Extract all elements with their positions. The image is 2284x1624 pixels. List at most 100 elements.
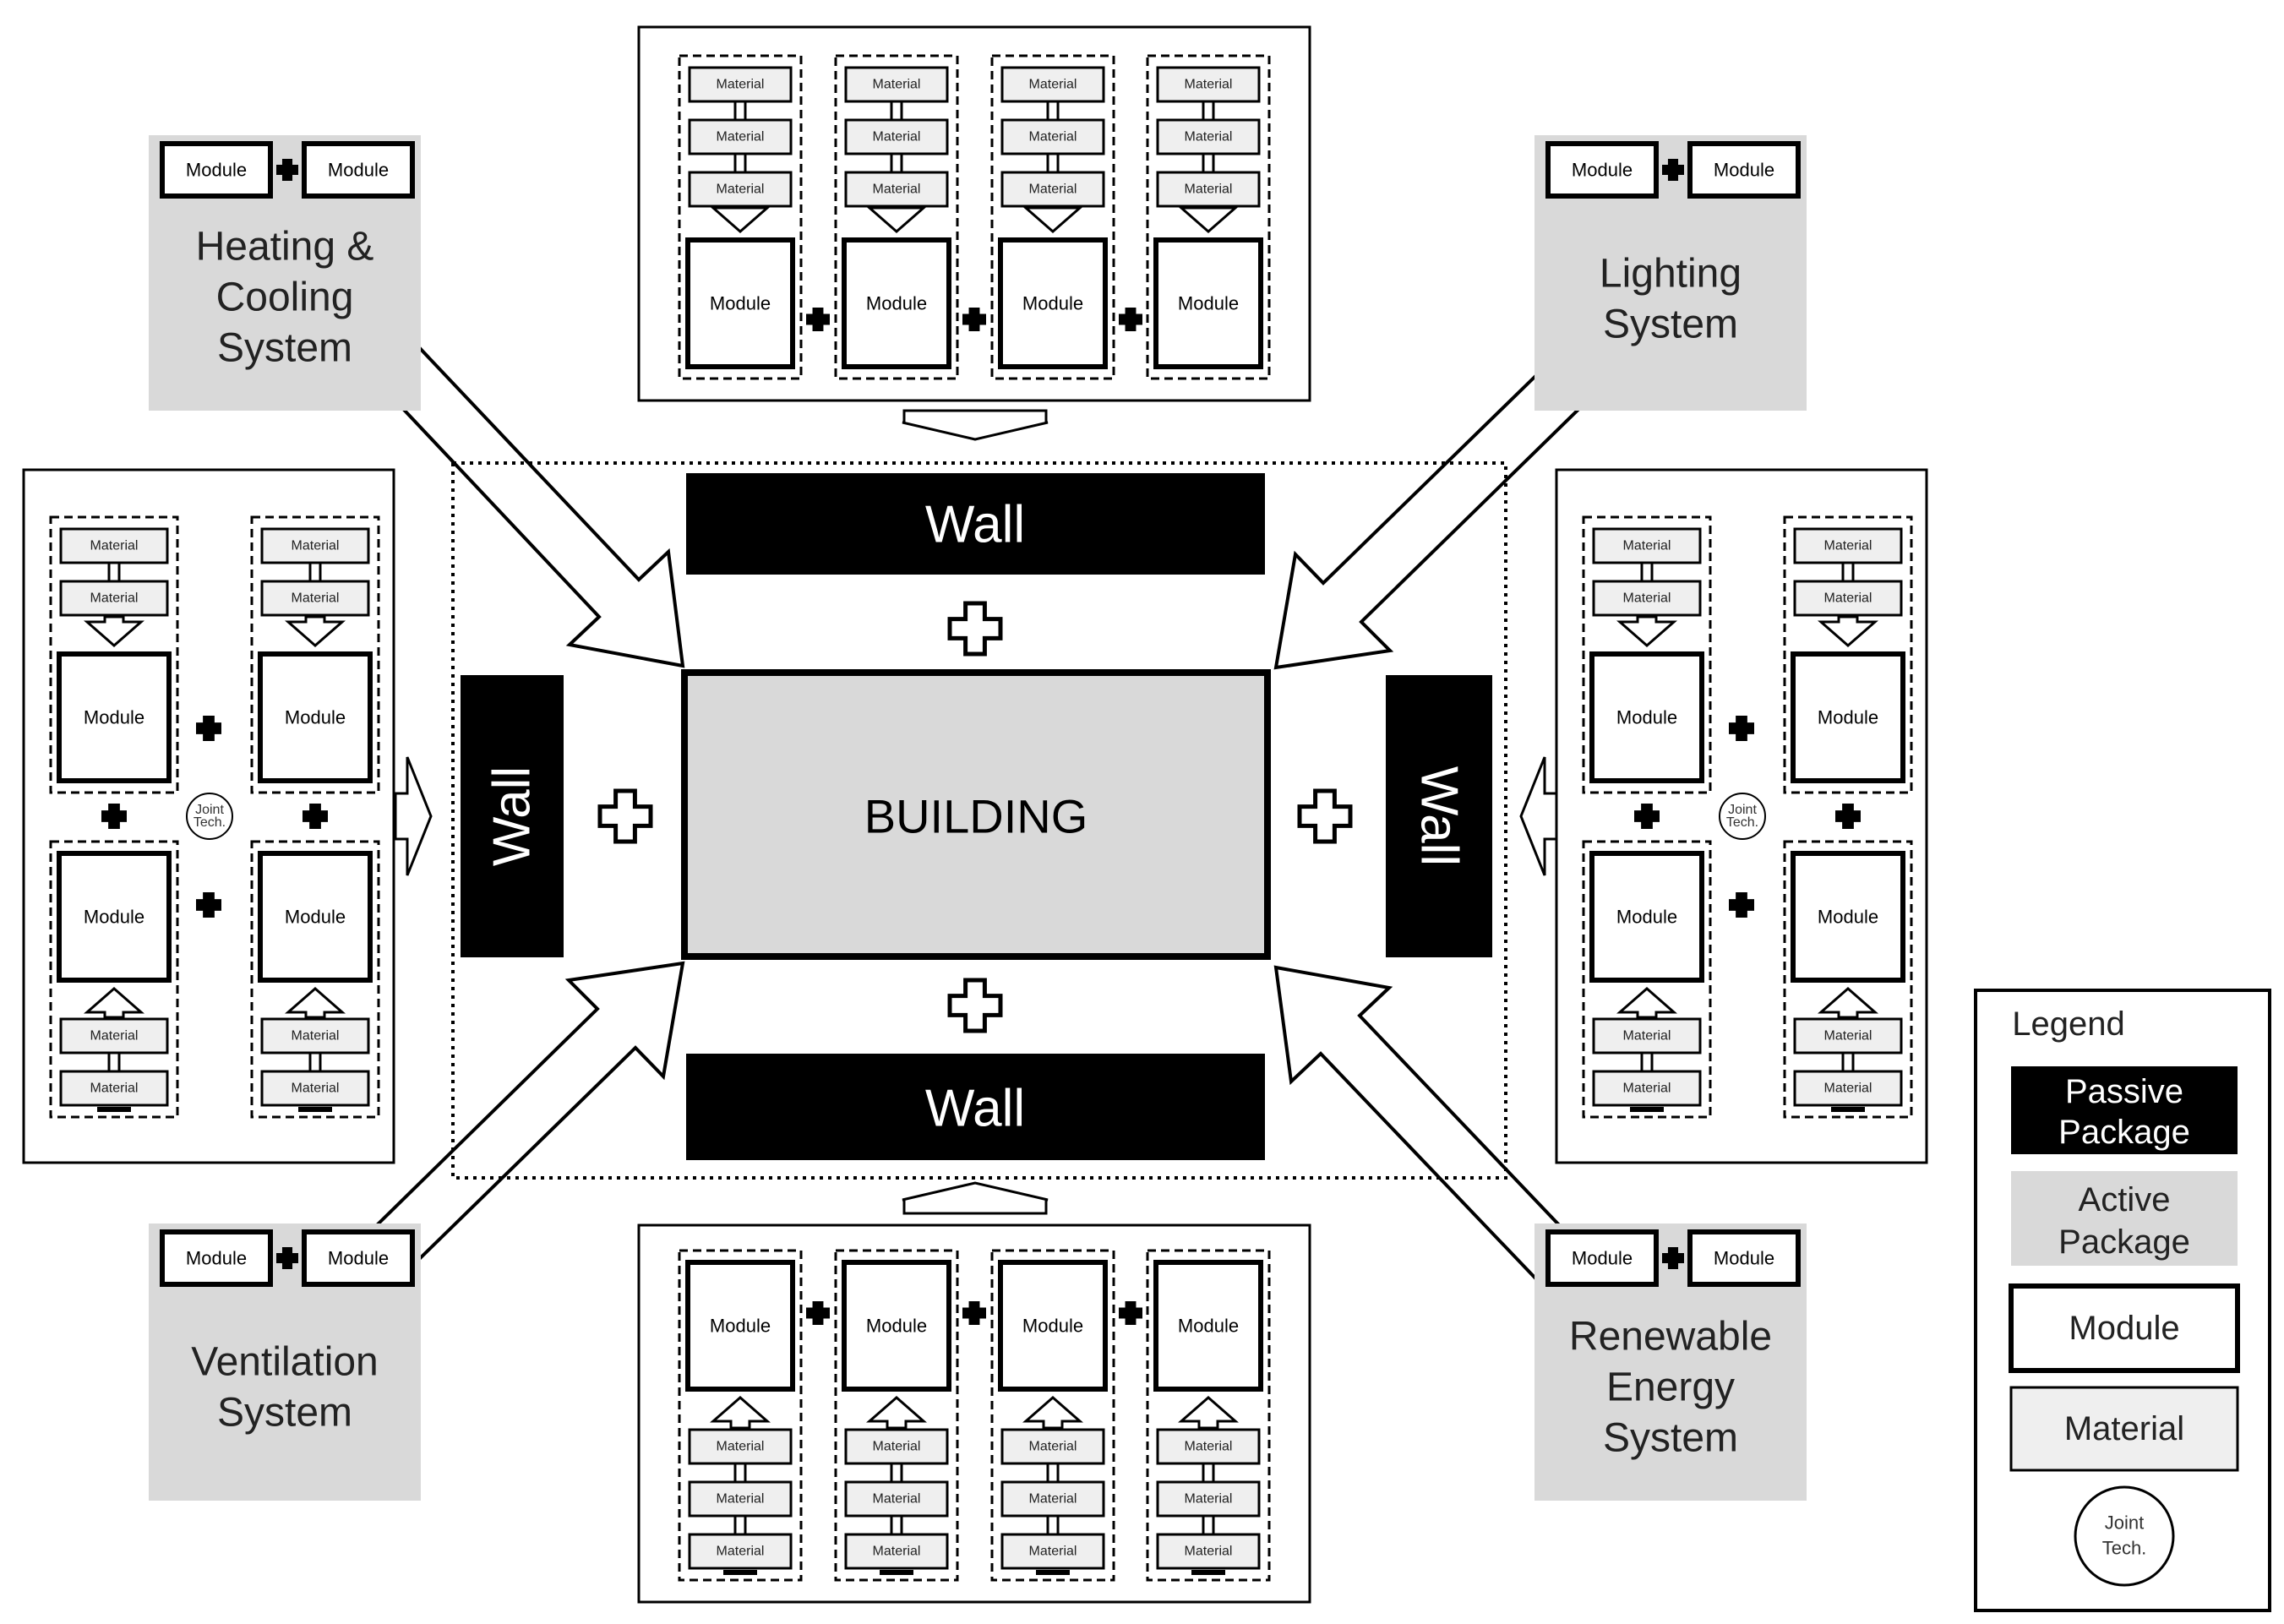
module-box: Module: [1589, 651, 1704, 783]
module-box: Module: [258, 851, 373, 983]
legend-module: Module: [2009, 1283, 2240, 1373]
module-box: Module: [1545, 141, 1659, 199]
material-box: Material: [1592, 1070, 1702, 1107]
arrow-icon: [1616, 615, 1677, 647]
module-label: Module: [186, 1248, 247, 1269]
column-frame: [250, 840, 380, 1119]
plus-icon: [196, 892, 221, 918]
material-label: Material: [717, 1440, 765, 1454]
material-box: Material: [1793, 1017, 1903, 1055]
top-passive-package: MaterialMaterialMaterialModuleMaterialMa…: [637, 25, 1311, 402]
building-label: BUILDING: [864, 790, 1088, 843]
arrow-icon: [710, 1396, 771, 1430]
module-box: Module: [302, 1229, 415, 1287]
plus-icon: [1662, 1247, 1684, 1269]
module-label: Module: [1818, 707, 1878, 728]
module-box: Module: [57, 651, 172, 783]
module-box: Module: [1153, 1260, 1263, 1392]
system-label: System: [1603, 1416, 1738, 1461]
connector-tab: [1630, 1107, 1664, 1112]
system-label: Cooling: [216, 275, 354, 320]
module-label: Module: [84, 707, 144, 728]
module-label: Module: [285, 707, 346, 728]
legend-material-label: Material: [2064, 1410, 2184, 1447]
material-box: Material: [1000, 66, 1105, 103]
plus-icon: [1119, 1301, 1142, 1325]
column-frame: [49, 840, 179, 1119]
module-box: Module: [1687, 1229, 1801, 1287]
wall-left: Wall: [461, 675, 564, 957]
material-box: Material: [844, 118, 949, 155]
material-label: Material: [1029, 78, 1077, 92]
plus-icon: [276, 1247, 298, 1269]
wall-label: Wall: [925, 496, 1025, 554]
module-box: Module: [160, 141, 273, 199]
material-box: Material: [1156, 66, 1261, 103]
arrow-icon: [1616, 987, 1677, 1019]
material-box: Material: [1793, 580, 1903, 617]
module-box: Module: [302, 141, 415, 199]
material-label: Material: [1824, 539, 1872, 553]
wall-label: Wall: [1410, 766, 1469, 866]
material-box: Material: [1156, 1533, 1261, 1570]
column-frame: [1146, 54, 1271, 380]
material-box: Material: [59, 1070, 169, 1107]
material-box: Material: [1592, 580, 1702, 617]
module-box: Module: [842, 1260, 951, 1392]
module-box: Module: [998, 237, 1108, 369]
material-box: Material: [260, 1070, 370, 1107]
legend-joint-label: Tech.: [2102, 1538, 2147, 1559]
module-box: Module: [1791, 651, 1905, 783]
material-box: Material: [688, 1533, 793, 1570]
plus-icon: [962, 308, 986, 331]
material-box: Material: [1000, 1428, 1105, 1465]
material-label: Material: [1824, 1082, 1872, 1096]
system-label: Renewable: [1569, 1315, 1772, 1360]
module-label: Module: [1714, 160, 1774, 181]
material-box: Material: [688, 1480, 793, 1518]
system-label: System: [217, 326, 352, 371]
material-label: Material: [292, 1082, 340, 1096]
material-label: Material: [1185, 1545, 1233, 1559]
arrow-icon: [866, 1396, 927, 1430]
heating-arrow: [375, 342, 685, 668]
joint-tech-icon: [2074, 1485, 2175, 1587]
material-box: Material: [59, 1017, 169, 1055]
joint-label: Tech.: [194, 815, 226, 830]
module-label: Module: [84, 907, 144, 928]
left-passive-package: MaterialMaterialModuleMaterialMaterialMo…: [22, 468, 395, 1164]
column-frame: [1783, 515, 1913, 794]
joint-label: Tech.: [1726, 815, 1758, 830]
connector-tab: [723, 1570, 757, 1575]
arrow-icon: [866, 206, 927, 233]
legend-title: Legend: [2012, 1005, 2124, 1043]
material-box: Material: [688, 1428, 793, 1465]
building-boundary: [451, 461, 1507, 1180]
module-label: Module: [866, 293, 927, 314]
material-box: Material: [1000, 1533, 1105, 1570]
legend-joint-label: Joint: [2105, 1512, 2144, 1534]
module-box: Module: [842, 237, 951, 369]
arrow-icon: [84, 615, 144, 647]
system-label: Lighting: [1600, 252, 1742, 297]
material-label: Material: [717, 183, 765, 197]
right-passive-package: MaterialMaterialModuleMaterialMaterialMo…: [1555, 468, 1928, 1164]
column-frame: [990, 54, 1115, 380]
module-label: Module: [285, 907, 346, 928]
column-frame: [250, 515, 380, 794]
arrow-icon: [710, 206, 771, 233]
module-box: Module: [1589, 851, 1704, 983]
material-label: Material: [717, 1545, 765, 1559]
material-label: Material: [873, 183, 921, 197]
